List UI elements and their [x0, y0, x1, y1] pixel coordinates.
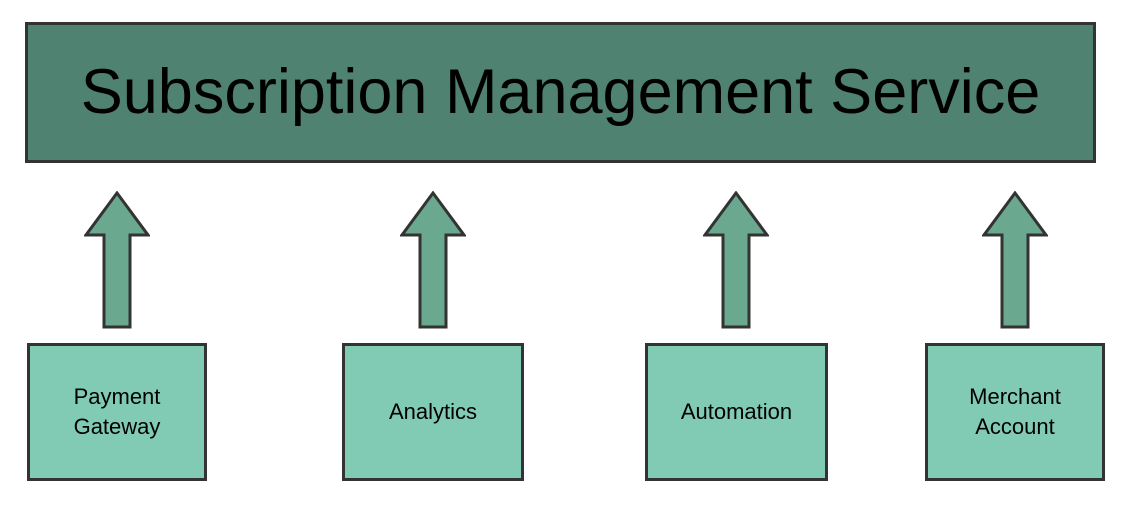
up-arrow-merchant-account	[982, 191, 1048, 329]
up-arrow-analytics	[400, 191, 466, 329]
node-label: Analytics	[388, 399, 478, 425]
node-box-merchant-account: Merchant Account	[925, 343, 1105, 481]
node-box-payment-gateway: Payment Gateway	[27, 343, 207, 481]
node-label: Merchant Account	[969, 384, 1061, 439]
up-arrow-payment-gateway	[84, 191, 150, 329]
diagram-title: Subscription Management Service	[80, 57, 1041, 127]
node-box-analytics: Analytics	[342, 343, 524, 481]
node-box-automation: Automation	[645, 343, 828, 481]
node-label: Payment Gateway	[73, 384, 161, 439]
node-label: Automation	[680, 399, 793, 425]
up-arrow-automation	[703, 191, 769, 329]
header-box-subscription-management-service: Subscription Management Service	[25, 22, 1096, 163]
